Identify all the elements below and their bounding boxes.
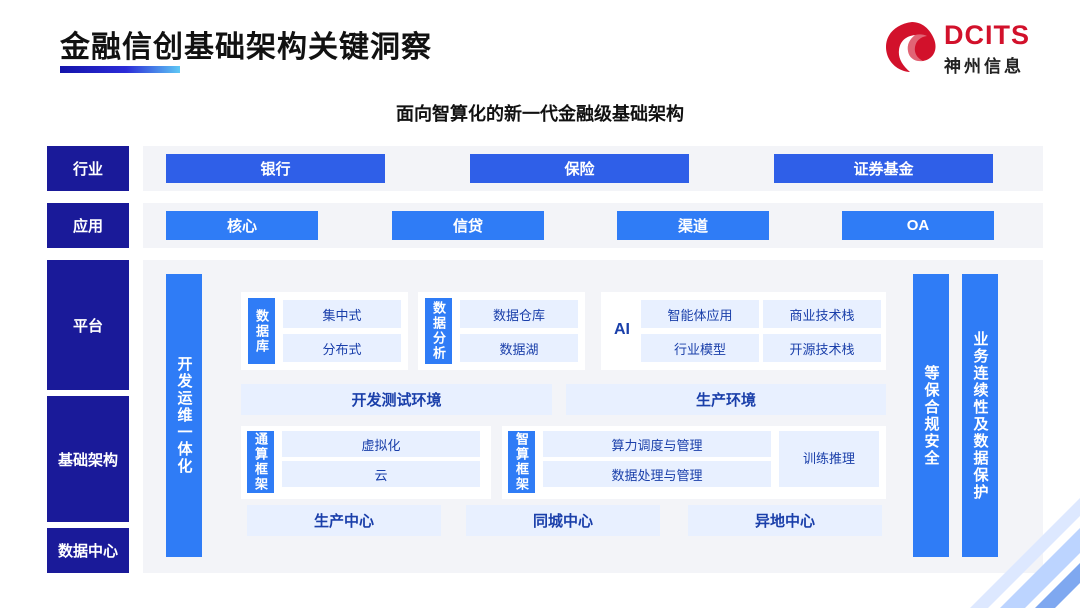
intelligent-compute-item-data-processing[interactable]: 数据处理与管理 bbox=[543, 461, 771, 487]
database-group-label: 数据库 bbox=[248, 298, 275, 364]
page-title: 金融信创基础架构关键洞察 bbox=[60, 31, 432, 64]
pillar-continuity[interactable]: 业务连续性及数据保护 bbox=[962, 274, 998, 557]
industry-item-securities[interactable]: 证券基金 bbox=[774, 154, 993, 183]
ai-item-agent-app[interactable]: 智能体应用 bbox=[641, 300, 759, 328]
analytics-item-lake[interactable]: 数据湖 bbox=[460, 334, 578, 362]
industry-item-bank[interactable]: 银行 bbox=[166, 154, 385, 183]
ai-item-industry-model[interactable]: 行业模型 bbox=[641, 334, 759, 362]
ai-item-opensource-stack[interactable]: 开源技术栈 bbox=[763, 334, 881, 362]
analytics-group-label: 数据分析 bbox=[425, 298, 452, 364]
application-item-oa[interactable]: OA bbox=[842, 211, 994, 240]
analytics-item-warehouse[interactable]: 数据仓库 bbox=[460, 300, 578, 328]
corner-decoration bbox=[850, 458, 1080, 608]
general-compute-item-cloud[interactable]: 云 bbox=[282, 461, 480, 487]
ai-group-label: AI bbox=[614, 321, 630, 338]
brand-logo: DCITS 神州信息 bbox=[882, 18, 1042, 80]
database-item-centralized[interactable]: 集中式 bbox=[283, 300, 401, 328]
datacenter-item-remote[interactable]: 异地中心 bbox=[688, 505, 882, 536]
ai-item-commercial-stack[interactable]: 商业技术栈 bbox=[763, 300, 881, 328]
row-label-datacenter: 数据中心 bbox=[47, 528, 129, 573]
datacenter-item-metro[interactable]: 同城中心 bbox=[466, 505, 660, 536]
intelligent-compute-label: 智算框架 bbox=[508, 431, 535, 493]
datacenter-item-production[interactable]: 生产中心 bbox=[247, 505, 441, 536]
application-item-core[interactable]: 核心 bbox=[166, 211, 318, 240]
diagram-subtitle: 面向智算化的新一代金融级基础架构 bbox=[396, 104, 684, 124]
application-item-credit[interactable]: 信贷 bbox=[392, 211, 544, 240]
general-compute-item-virtualization[interactable]: 虚拟化 bbox=[282, 431, 480, 457]
row-label-infrastructure: 基础架构 bbox=[47, 396, 129, 522]
pillar-devops[interactable]: 开发运维一体化 bbox=[166, 274, 202, 557]
application-item-channel[interactable]: 渠道 bbox=[617, 211, 769, 240]
row-label-platform: 平台 bbox=[47, 260, 129, 390]
env-production[interactable]: 生产环境 bbox=[566, 384, 886, 415]
dcits-logo-icon bbox=[886, 22, 936, 72]
row-label-industry: 行业 bbox=[47, 146, 129, 191]
title-underline bbox=[60, 66, 180, 73]
row-label-application: 应用 bbox=[47, 203, 129, 248]
intelligent-compute-side-training[interactable]: 训练推理 bbox=[779, 431, 879, 487]
env-dev-test[interactable]: 开发测试环境 bbox=[241, 384, 552, 415]
logo-wordmark: DCITS bbox=[944, 20, 1030, 50]
pillar-compliance[interactable]: 等保合规安全 bbox=[913, 274, 949, 557]
logo-subtext: 神州信息 bbox=[944, 57, 1024, 76]
general-compute-label: 通算框架 bbox=[247, 431, 274, 493]
industry-item-insurance[interactable]: 保险 bbox=[470, 154, 689, 183]
intelligent-compute-item-scheduling[interactable]: 算力调度与管理 bbox=[543, 431, 771, 457]
database-item-distributed[interactable]: 分布式 bbox=[283, 334, 401, 362]
